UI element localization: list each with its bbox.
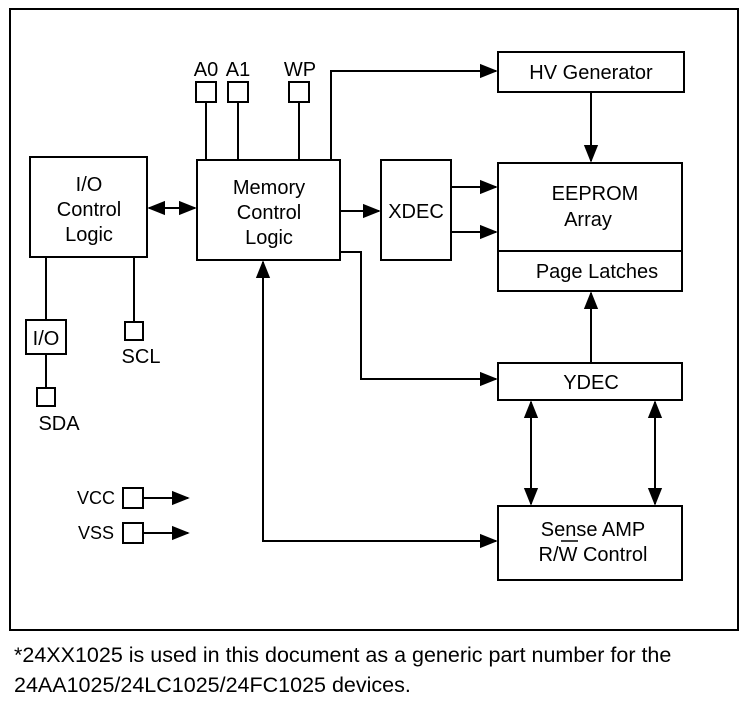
hv-generator-block: HV Generator (497, 51, 685, 93)
footnote: *24XX1025 is used in this document as a … (14, 643, 672, 697)
pin-vss: VSS (78, 522, 190, 544)
pin-scl: SCL (122, 257, 161, 368)
xdec-label: XDEC (388, 201, 444, 223)
pin-scl-label: SCL (122, 346, 161, 368)
diagram-frame (9, 8, 739, 631)
xdec-block: XDEC (380, 159, 452, 261)
pin-vss-label: VSS (78, 523, 114, 543)
page-latches-label: Page Latches (536, 261, 658, 283)
block-diagram: I/O Control Logic Memory Control Logic X… (9, 8, 739, 631)
eeprom-line2: Array (564, 209, 612, 231)
io-control-logic-block: I/O Control Logic (29, 156, 148, 258)
memory-to-hv-generator-arrow (330, 63, 498, 160)
memory-control-line1: Memory (233, 177, 305, 199)
pin-wp: WP (284, 59, 316, 160)
pin-a0: A0 (194, 59, 218, 160)
pin-sda: SDA (36, 257, 80, 435)
io-control-line3: Logic (65, 224, 113, 246)
hv-generator-label: HV Generator (529, 62, 653, 84)
sense-amp-label: Sense AMP (541, 519, 646, 541)
memory-control-line2: Control (237, 202, 301, 224)
io-buffer-label: I/O (33, 328, 60, 350)
eeprom-line1: EEPROM (552, 183, 639, 205)
ydec-label: YDEC (563, 372, 619, 394)
pin-sda-label: SDA (38, 413, 80, 435)
ydec-block: YDEC (497, 362, 683, 401)
pin-a0-label: A0 (194, 59, 218, 81)
sense-amp-block: Sense AMP R/W Control (497, 505, 683, 581)
memory-to-ydec-arrow (340, 251, 498, 387)
pin-a1: A1 (226, 59, 250, 160)
io-control-line2: Control (57, 199, 121, 221)
eeprom-array-block: EEPROM Array Page Latches (497, 162, 683, 292)
memory-control-line3: Logic (245, 227, 293, 249)
io-buffer-block: I/O (25, 319, 67, 355)
pin-vcc: VCC (77, 487, 190, 509)
pin-a1-label: A1 (226, 59, 250, 81)
sense-memory-bidirectional-arrow (255, 260, 498, 549)
pin-wp-label: WP (284, 59, 316, 81)
pin-vcc-label: VCC (77, 488, 115, 508)
memory-control-logic-block: Memory Control Logic (196, 159, 341, 261)
rw-control-label: R/W Control (539, 544, 648, 566)
io-control-line1: I/O (76, 174, 103, 196)
